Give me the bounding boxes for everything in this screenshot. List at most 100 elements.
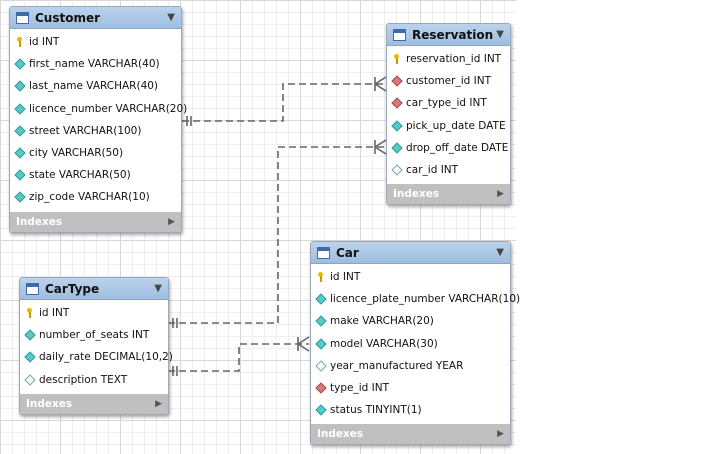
column-label: make VARCHAR(20) — [330, 315, 434, 328]
column-row[interactable]: year_manufactured YEAR — [311, 355, 510, 377]
primary-key-icon — [391, 54, 403, 65]
foreign-key-diamond-icon — [315, 383, 327, 393]
column-row[interactable]: id INT — [20, 302, 168, 324]
column-row[interactable]: description TEXT — [20, 369, 168, 391]
column-label: drop_off_date DATE — [406, 141, 509, 154]
column-row[interactable]: car_id INT — [387, 159, 510, 181]
collapse-triangle-icon[interactable]: ▼ — [154, 283, 162, 294]
column-diamond-icon — [14, 59, 26, 69]
column-row[interactable]: licence_number VARCHAR(20) — [10, 98, 187, 120]
expand-triangle-icon[interactable]: ▶ — [497, 189, 504, 200]
expand-triangle-icon[interactable]: ▶ — [497, 429, 504, 440]
expand-triangle-icon[interactable]: ▶ — [155, 398, 162, 409]
column-row[interactable]: number_of_seats INT — [20, 324, 168, 346]
column-row[interactable]: customer_id INT — [387, 70, 510, 92]
column-label: licence_plate_number VARCHAR(10) — [330, 293, 521, 306]
column-diamond-icon — [14, 104, 26, 114]
column-row[interactable]: model VARCHAR(30) — [311, 333, 510, 355]
column-label: first_name VARCHAR(40) — [29, 58, 160, 71]
column-label: id INT — [39, 307, 70, 320]
primary-key-icon — [24, 308, 36, 319]
column-row[interactable]: make VARCHAR(20) — [311, 310, 510, 332]
column-row[interactable]: id INT — [10, 31, 181, 53]
column-label: model VARCHAR(30) — [330, 337, 438, 350]
column-diamond-icon — [14, 192, 26, 202]
primary-key-icon — [315, 272, 327, 283]
entity-title: Customer — [35, 10, 101, 25]
indexes-section[interactable]: Indexes ▶ — [20, 393, 168, 414]
column-diamond-icon — [315, 339, 327, 349]
relationship-cartype-car[interactable] — [168, 336, 310, 376]
nullable-diamond-icon — [391, 165, 403, 175]
entity-header[interactable]: Car ▼ — [311, 242, 510, 264]
column-row[interactable]: licence_plate_number VARCHAR(10) — [311, 288, 520, 310]
column-label: zip_code VARCHAR(10) — [29, 191, 150, 204]
entity-title: Car — [336, 245, 359, 260]
entity-title: CarType — [45, 281, 100, 296]
column-label: car_id INT — [406, 164, 459, 177]
indexes-section[interactable]: Indexes ▶ — [10, 211, 181, 232]
table-icon — [16, 11, 29, 24]
column-diamond-icon — [14, 126, 26, 136]
relationship-lines — [168, 76, 387, 376]
column-row[interactable]: type_id INT — [311, 377, 510, 399]
column-label: number_of_seats INT — [39, 329, 150, 342]
foreign-key-diamond-icon — [391, 76, 403, 86]
column-label: year_manufactured YEAR — [330, 359, 464, 372]
column-label: last_name VARCHAR(40) — [29, 80, 159, 93]
column-label: city VARCHAR(50) — [29, 147, 124, 160]
column-row[interactable]: zip_code VARCHAR(10) — [10, 186, 181, 208]
column-diamond-icon — [24, 330, 36, 340]
column-diamond-icon — [391, 143, 403, 153]
column-label: id INT — [29, 36, 60, 49]
table-icon — [317, 246, 330, 259]
indexes-label: Indexes — [393, 188, 440, 201]
primary-key-icon — [14, 37, 26, 48]
entity-car[interactable]: Car ▼ id INT licence_plate_number VARCHA… — [310, 241, 520, 446]
entity-header[interactable]: Customer ▼ — [10, 7, 181, 29]
expand-triangle-icon[interactable]: ▶ — [168, 216, 175, 227]
column-diamond-icon — [391, 121, 403, 131]
column-row[interactable]: pick_up_date DATE — [387, 115, 510, 137]
column-label: description TEXT — [39, 373, 128, 386]
entity-reservation[interactable]: Reservation ▼ reservation_id INT custome… — [386, 23, 511, 206]
collapse-triangle-icon[interactable]: ▼ — [496, 29, 504, 40]
relationship-customer-reservation[interactable] — [182, 76, 387, 126]
column-row[interactable]: last_name VARCHAR(40) — [10, 75, 181, 97]
relationship-cartype-reservation[interactable] — [168, 139, 387, 328]
column-diamond-icon — [14, 148, 26, 158]
column-row[interactable]: id INT — [311, 266, 510, 288]
column-row[interactable]: reservation_id INT — [387, 48, 510, 70]
column-label: type_id INT — [330, 382, 389, 395]
column-row[interactable]: car_type_id INT — [387, 92, 510, 114]
entity-customer[interactable]: Customer ▼ id INT first_name VARCHAR(40)… — [9, 6, 187, 233]
entity-cartype[interactable]: CarType ▼ id INT number_of_seats INT dai… — [19, 277, 173, 415]
column-label: daily_rate DECIMAL(10,2) — [39, 351, 173, 364]
entity-header[interactable]: Reservation ▼ — [387, 24, 510, 46]
column-row[interactable]: street VARCHAR(100) — [10, 120, 181, 142]
nullable-diamond-icon — [24, 375, 36, 385]
column-diamond-icon — [14, 170, 26, 180]
column-label: reservation_id INT — [406, 53, 502, 66]
collapse-triangle-icon[interactable]: ▼ — [167, 12, 175, 23]
column-diamond-icon — [315, 316, 327, 326]
column-row[interactable]: state VARCHAR(50) — [10, 164, 181, 186]
column-diamond-icon — [315, 294, 327, 304]
column-diamond-icon — [14, 81, 26, 91]
foreign-key-diamond-icon — [391, 98, 403, 108]
entity-header[interactable]: CarType ▼ — [20, 278, 168, 300]
entity-title: Reservation — [412, 27, 494, 42]
column-row[interactable]: first_name VARCHAR(40) — [10, 53, 181, 75]
diagram-canvas[interactable]: Customer ▼ id INT first_name VARCHAR(40)… — [0, 0, 520, 454]
column-row[interactable]: status TINYINT(1) — [311, 399, 510, 421]
collapse-triangle-icon[interactable]: ▼ — [496, 247, 504, 258]
column-label: status TINYINT(1) — [330, 404, 422, 417]
table-icon — [26, 282, 39, 295]
column-row[interactable]: daily_rate DECIMAL(10,2) — [20, 346, 173, 368]
indexes-section[interactable]: Indexes ▶ — [387, 184, 510, 205]
indexes-section[interactable]: Indexes ▶ — [311, 424, 510, 445]
table-icon — [393, 28, 406, 41]
column-label: pick_up_date DATE — [406, 119, 506, 132]
column-row[interactable]: city VARCHAR(50) — [10, 142, 181, 164]
column-row[interactable]: drop_off_date DATE — [387, 137, 510, 159]
